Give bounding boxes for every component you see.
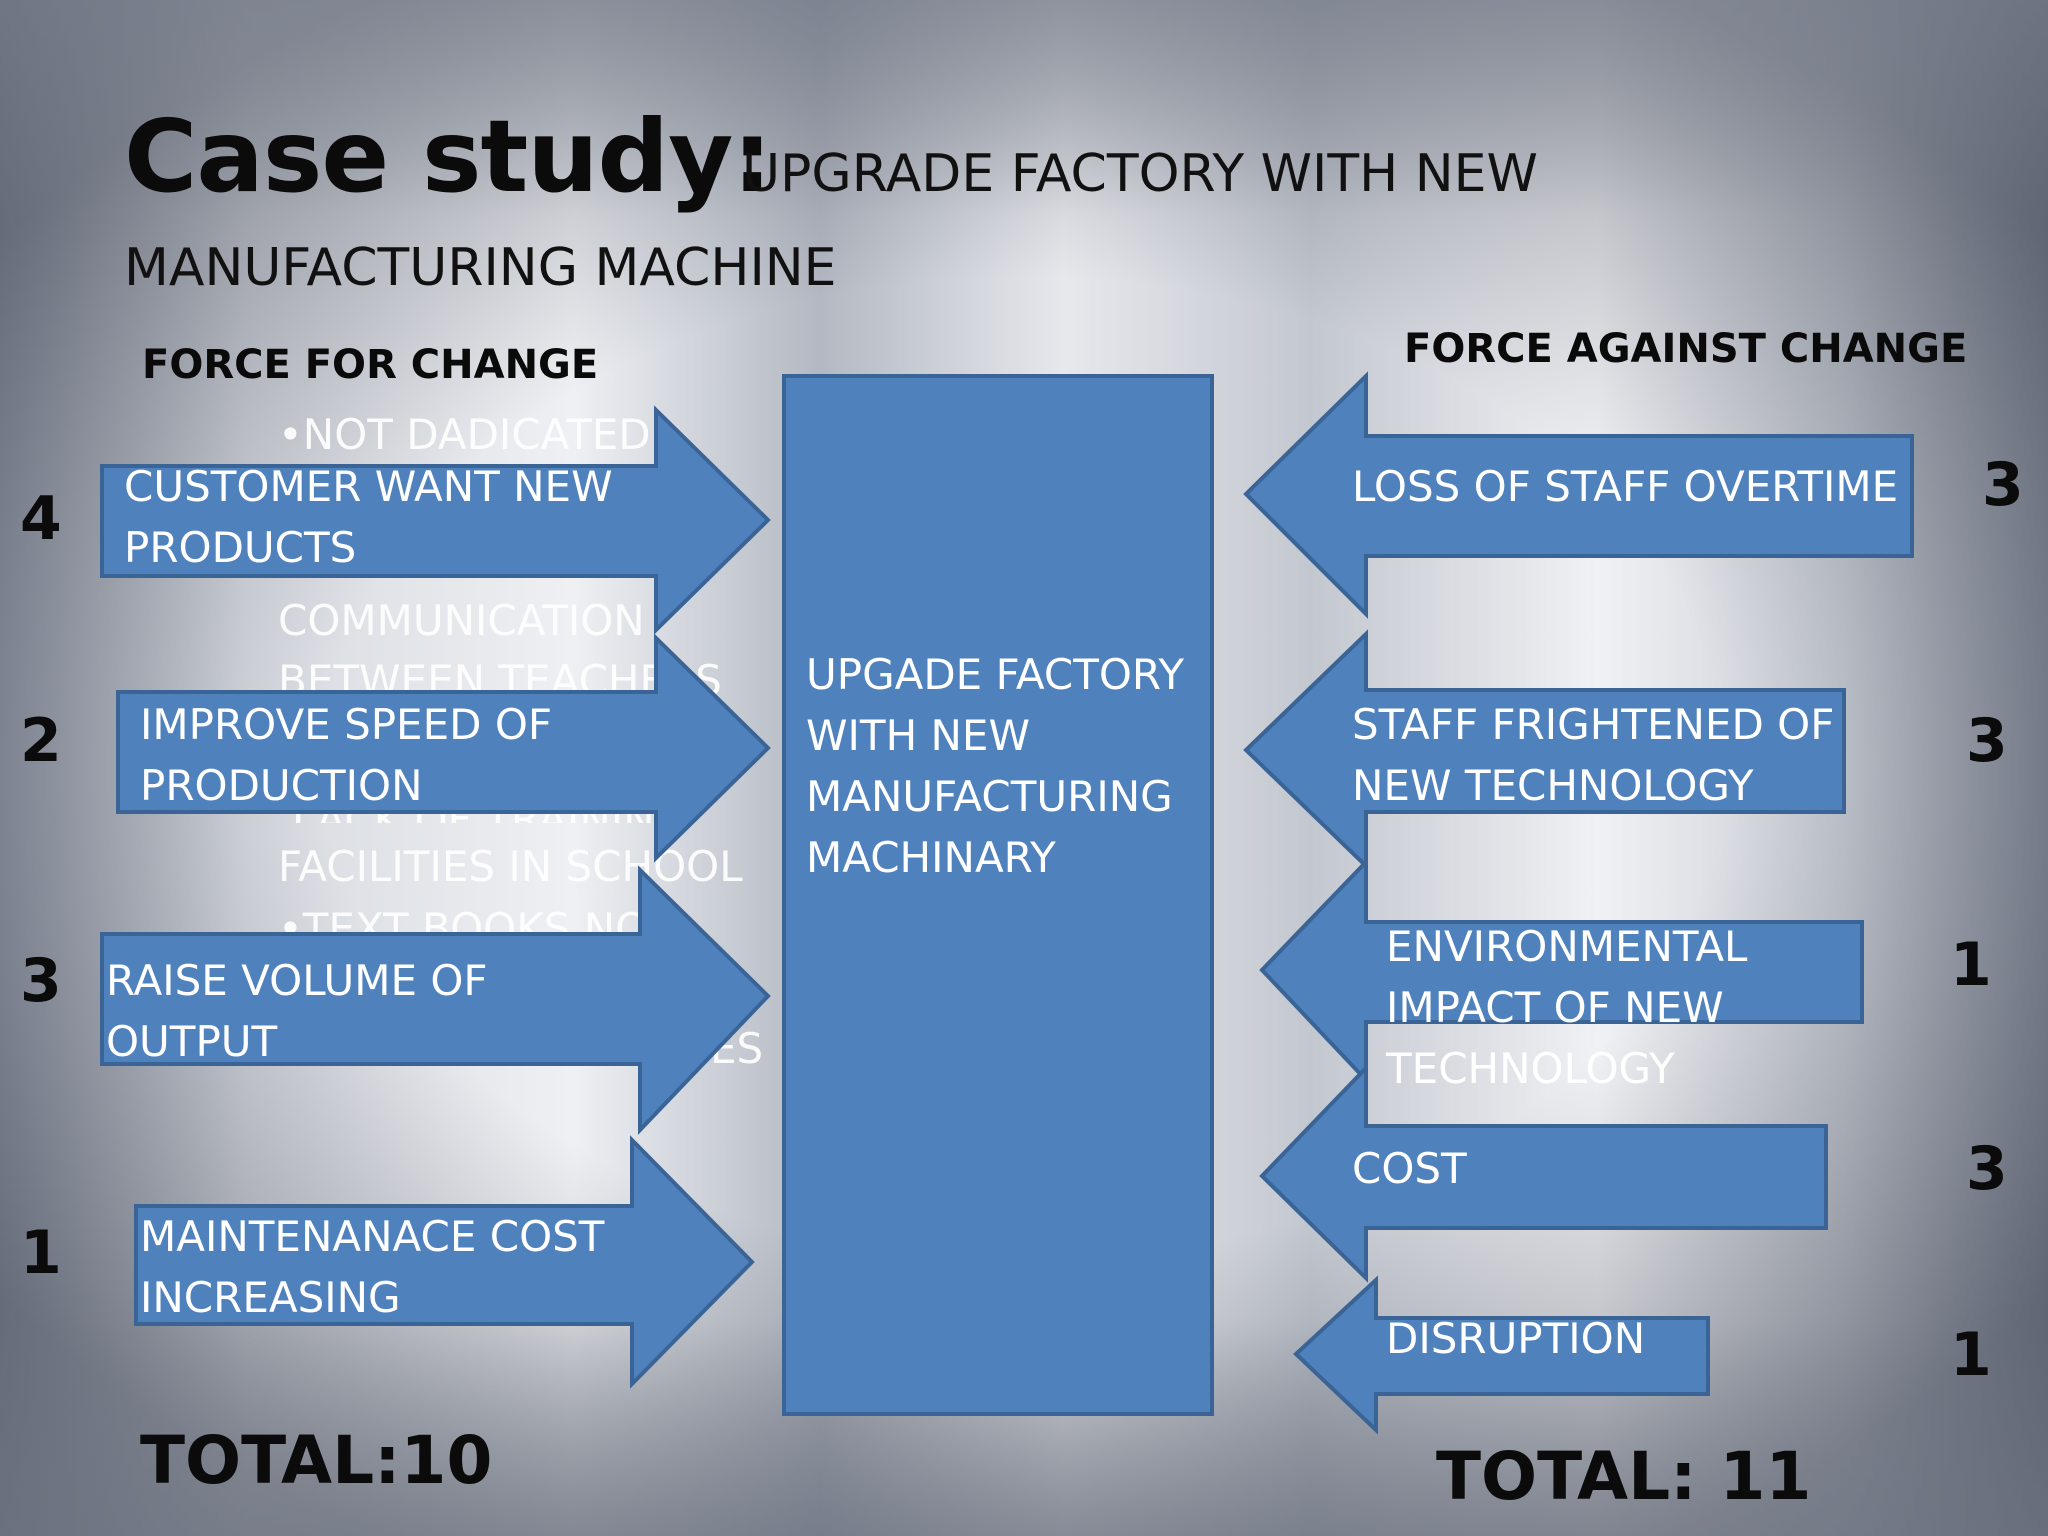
force-for-label-4-line2: INCREASING — [140, 1273, 401, 1322]
force-for-arrow-4 — [134, 1135, 755, 1389]
center-box-line2: WITH NEW — [806, 711, 1030, 760]
force-against-arrow-3 — [1259, 857, 1864, 1086]
force-for-arrow-1 — [100, 405, 771, 635]
slide-subtitle-line1: UPGRADE FACTORY WITH NEW — [742, 144, 1538, 204]
slide-subtitle-line2: MANUFACTURING MACHINE — [124, 238, 837, 298]
force-for-label-1: CUSTOMER WANT NEW PRODUCTS — [124, 456, 613, 578]
slide-title: Case study: — [124, 98, 772, 215]
force-for-label-4-line1: MAINTENANACE COST — [140, 1212, 605, 1261]
force-against-label-3: ENVIRONMENTAL IMPACT OF NEW TECHNOLOGY — [1386, 916, 1747, 1099]
force-against-label-2: STAFF FRIGHTENED OF NEW TECHNOLOGY — [1352, 694, 1834, 816]
force-against-label-1-line1: LOSS OF STAFF OVERTIME — [1352, 462, 1899, 511]
force-for-label-2-line1: IMPROVE SPEED OF — [140, 700, 553, 749]
force-against-label-4: COST — [1352, 1138, 1467, 1199]
force-against-arrow-2 — [1243, 629, 1846, 871]
total-against: TOTAL: 11 — [1436, 1438, 1812, 1515]
force-for-arrow-3 — [100, 865, 771, 1135]
force-for-label-3-line1: RAISE VOLUME OF — [106, 956, 488, 1005]
total-for: TOTAL:10 — [140, 1422, 493, 1499]
force-for-score-3: 3 — [20, 946, 62, 1016]
force-for-arrow-2 — [116, 633, 771, 863]
force-for-header: FORCE FOR CHANGE — [142, 342, 599, 388]
center-box-line1: UPGADE FACTORY — [806, 650, 1185, 699]
force-for-label-2: IMPROVE SPEED OF PRODUCTION — [140, 694, 552, 816]
force-against-label-5-line1: DISRUPTION — [1386, 1314, 1646, 1363]
force-against-label-2-line1: STAFF FRIGHTENED OF — [1352, 700, 1835, 749]
force-for-score-2: 2 — [20, 706, 62, 776]
force-against-header: FORCE AGAINST CHANGE — [1404, 326, 1968, 372]
center-box-text: UPGADE FACTORY WITH NEW MANUFACTURING MA… — [806, 644, 1184, 888]
ghost-text-line2: COMMUNICATION — [278, 596, 645, 645]
ghost-text-line1: •NOT DADICATED — [278, 410, 651, 459]
force-against-score-2: 3 — [1966, 706, 2008, 776]
ghost-text-line3: BETWEEN TEACHERS — [278, 656, 722, 694]
force-for-label-3: RAISE VOLUME OF OUTPUT — [106, 950, 488, 1072]
force-against-label-4-line1: COST — [1352, 1144, 1467, 1193]
force-against-label-3-line1: ENVIRONMENTAL — [1386, 922, 1748, 971]
force-against-score-4: 3 — [1966, 1134, 2008, 1204]
force-for-label-1-line1: CUSTOMER WANT NEW — [124, 462, 613, 511]
force-against-score-3: 1 — [1950, 930, 1992, 1000]
force-against-label-5: DISRUPTION — [1386, 1308, 1645, 1369]
force-against-label-3-line2: IMPACT OF NEW — [1386, 983, 1724, 1032]
force-for-label-2-line2: PRODUCTION — [140, 761, 423, 810]
force-for-score-4: 1 — [20, 1218, 62, 1288]
force-against-score-1: 3 — [1982, 450, 2024, 520]
center-box-line3: MANUFACTURING — [806, 772, 1173, 821]
force-against-label-1: LOSS OF STAFF OVERTIME — [1352, 456, 1898, 517]
force-for-label-1-line2: PRODUCTS — [124, 523, 357, 572]
force-against-label-2-line2: NEW TECHNOLOGY — [1352, 761, 1754, 810]
force-against-score-5: 1 — [1950, 1320, 1992, 1390]
center-change-box — [782, 374, 1214, 1416]
force-against-arrow-4 — [1259, 1063, 1828, 1283]
center-box-line4: MACHINARY — [806, 833, 1056, 882]
force-against-arrow-5 — [1293, 1275, 1710, 1435]
force-against-label-3-line3: TECHNOLOGY — [1386, 1044, 1675, 1093]
force-against-arrow-1 — [1243, 371, 1914, 619]
force-for-label-4: MAINTENANACE COST INCREASING — [140, 1206, 604, 1328]
force-for-score-1: 4 — [20, 484, 62, 554]
force-for-label-3-line2: OUTPUT — [106, 1017, 278, 1066]
